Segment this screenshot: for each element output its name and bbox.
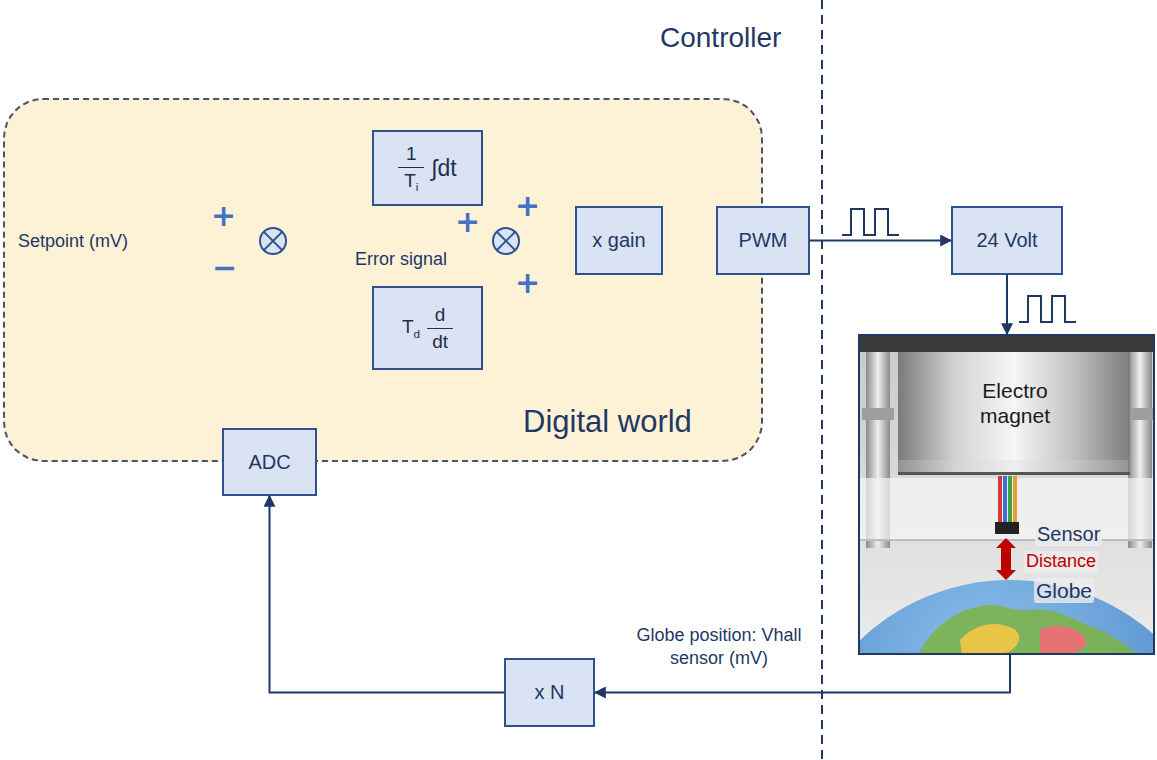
gain-box: x gain (575, 206, 663, 275)
sign-mark: − (212, 256, 236, 280)
pwm-box: PWM (716, 206, 810, 275)
distance-arrow (996, 538, 1016, 580)
time-constant: Td (402, 316, 420, 339)
region-title: Digital world (523, 404, 692, 440)
summing-junction: +− (259, 227, 287, 255)
sensor-label: Sensor (1035, 522, 1102, 546)
land (960, 624, 1019, 655)
box-label: 24 Volt (976, 229, 1037, 252)
subscript: d (414, 327, 421, 340)
adc-box: ADC (222, 428, 317, 496)
levitation-photo: Electro magnetSensorDistanceGlobe (858, 334, 1155, 655)
pwm-pulse-symbol (1019, 296, 1076, 322)
fraction: 1Ti (398, 143, 424, 194)
signal-wire (810, 240, 951, 242)
signal-wire (1006, 275, 1008, 334)
fraction-bar (398, 167, 424, 168)
derivative-box: Tdddt (372, 286, 483, 370)
signal-label: Error signal (355, 248, 447, 271)
sign-mark: + (211, 204, 235, 228)
integral-sign: ∫dt (431, 155, 456, 182)
sign-mark: + (455, 210, 479, 234)
denominator: dt (432, 331, 448, 353)
integrator-box: 1Ti ∫dt (372, 130, 483, 206)
numerator: d (435, 304, 446, 326)
controller-boundary (821, 0, 823, 760)
pwm-pulse-symbol (842, 209, 899, 235)
distance-label: Distance (1024, 551, 1098, 573)
electromagnet-rim (898, 458, 1130, 474)
globe-label: Globe (1034, 578, 1094, 603)
land (918, 605, 1138, 655)
wire (1013, 476, 1017, 524)
wire (1008, 476, 1012, 524)
numerator: 1 (406, 143, 417, 165)
electromagnet-edge (898, 472, 1130, 475)
land (1040, 626, 1086, 655)
denominator: Ti (404, 170, 418, 194)
box-label: PWM (739, 229, 788, 252)
summing-symbol (492, 227, 520, 255)
multiplier-box: x N (504, 658, 595, 727)
box-label: x N (535, 681, 565, 704)
digital-world-region: Digital worldSetpoint (mV)+−1Ti∫dtTdddt+… (3, 98, 763, 462)
power-box: 24 Volt (951, 206, 1063, 275)
fraction: d dt (427, 304, 453, 353)
electromagnet-label: Electro magnet (960, 378, 1070, 428)
setpoint-input: Setpoint (mV) (18, 228, 128, 254)
signal-wire (595, 655, 1010, 693)
box-label: x gain (592, 229, 645, 252)
photo-content (858, 334, 1155, 655)
signal-wire (270, 496, 505, 693)
left-nut (862, 408, 894, 420)
fraction-bar (427, 328, 453, 329)
top-plate (858, 334, 1155, 352)
sign-mark: + (515, 194, 539, 218)
box-label: ADC (248, 451, 290, 474)
signal-label: Globe position: Vhall sensor (mV) (630, 624, 808, 669)
wire (1003, 476, 1007, 524)
summing-junction: +++ (492, 227, 520, 255)
input-label: Setpoint (mV) (18, 228, 128, 254)
sign-mark: + (515, 271, 539, 295)
wire (998, 476, 1002, 524)
subscript: i (416, 180, 419, 193)
globe (858, 580, 1155, 655)
summing-symbol (259, 227, 287, 255)
hall-sensor (995, 522, 1019, 534)
section-heading: Controller (660, 22, 781, 54)
electromagnet-body (898, 352, 1130, 460)
